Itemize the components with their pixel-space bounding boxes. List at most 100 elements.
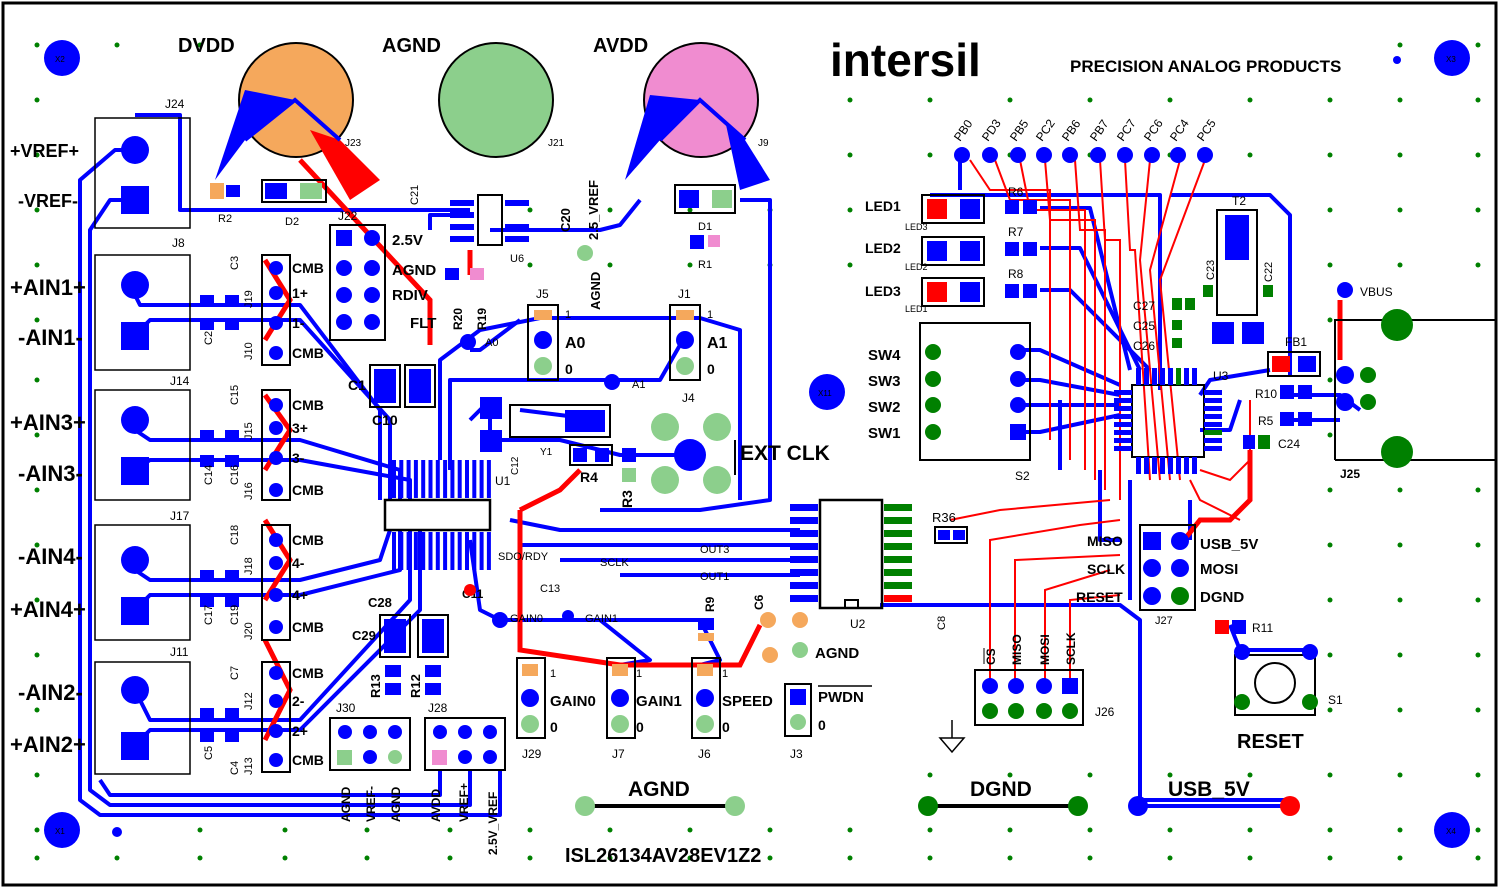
- speed-label: SPEED: [722, 693, 773, 710]
- j25-label: J25: [1340, 467, 1360, 481]
- gain0-one: 1: [550, 668, 556, 680]
- t2-label: T2: [1232, 194, 1246, 208]
- led1-ref: LED1: [905, 304, 928, 314]
- ain1-pos-label: +AIN1+: [10, 275, 86, 300]
- vref25-label: 2.5_VREF: [586, 180, 601, 240]
- gain0-signal: GAIN0: [510, 613, 543, 625]
- c23-label: C23: [1205, 260, 1217, 280]
- sw1-label: SW1: [868, 425, 901, 442]
- j10-label: J10: [243, 342, 255, 360]
- j29-label: J29: [522, 747, 542, 761]
- r7-label: R7: [1008, 225, 1024, 239]
- c8-label: C8: [936, 616, 948, 630]
- c26-label: C26: [1133, 339, 1155, 353]
- u1-adc: U1 C12 C11 C13 SDO/RDY SCLK OUT3 OUT1 GA…: [383, 456, 729, 628]
- j22-label: J22: [338, 209, 358, 223]
- cmb-label: CMB: [292, 397, 324, 413]
- c3-label: C3: [229, 256, 241, 270]
- mounting-hole-x11: [809, 374, 845, 410]
- r10-label: R10: [1255, 387, 1277, 401]
- speed-zero: 0: [722, 719, 730, 735]
- speed-one: 1: [722, 668, 728, 680]
- c18-label: C18: [229, 525, 241, 545]
- j27-label: J27: [1155, 615, 1173, 627]
- spi-header-j27: MISO SCLK RESET USB_5V MOSI DGND J27 R11: [1076, 524, 1273, 635]
- r20-label: R20: [451, 308, 465, 330]
- sw4-label: SW4: [868, 347, 901, 364]
- fb1-label: FB1: [1285, 335, 1307, 349]
- ain4-pos-label: +AIN4+: [10, 597, 86, 622]
- agnd-small-label: AGND: [815, 645, 859, 662]
- s2-label: S2: [1015, 469, 1030, 483]
- cmb-label: 2+: [292, 723, 308, 739]
- led2-label: LED2: [865, 240, 901, 256]
- j22-opt-rdiv: RDIV: [392, 287, 428, 304]
- cmb-label: CMB: [292, 665, 324, 681]
- input-cap-labels: C3 J19 C2 J10 C15 J15 C14 C16 J16 C18 J1…: [203, 256, 255, 775]
- c7-label: C7: [229, 666, 241, 680]
- c19-label: C19: [229, 605, 241, 625]
- c29-label: C29: [352, 628, 376, 643]
- cmb-label: 4+: [292, 587, 308, 603]
- r5-label: R5: [1258, 414, 1274, 428]
- sdo-signal: SDO/RDY: [498, 551, 549, 563]
- c12-label: C12: [510, 456, 521, 475]
- board-part-number: ISL26134AV28EV1Z2: [565, 845, 761, 867]
- r4-label: R4: [580, 469, 598, 485]
- j30-label: J30: [336, 701, 356, 715]
- j26-sclk: SCLK: [1064, 632, 1078, 665]
- j21-label: J21: [548, 138, 565, 149]
- j22-opt-2v5: 2.5V: [392, 232, 423, 249]
- x1-label: X1: [55, 827, 65, 836]
- j6-label: J6: [698, 747, 711, 761]
- vert-vref-pos: VREF+: [457, 783, 471, 822]
- u3-mcu: U3: [1114, 368, 1229, 474]
- c15-label: C15: [229, 385, 241, 405]
- u6-label: U6: [510, 253, 524, 265]
- avdd-label: AVDD: [593, 35, 648, 57]
- j3-label: J3: [790, 747, 803, 761]
- s1-label: S1: [1328, 693, 1343, 707]
- led3-ref: LED3: [905, 222, 928, 232]
- out3-signal: OUT3: [700, 544, 729, 556]
- c25-label: C25: [1133, 319, 1155, 333]
- dgnd-rail-label: DGND: [970, 778, 1032, 801]
- ground-rails: AGND DGND USB_5V: [575, 778, 1300, 816]
- j8-label: J8: [172, 236, 185, 250]
- gain0-label: GAIN0: [550, 693, 596, 710]
- vert-avdd: AVDD: [429, 789, 443, 822]
- c10-label: C10: [372, 412, 398, 428]
- usb5v-rail-label: USB_5V: [1168, 778, 1250, 801]
- c24-label: C24: [1278, 437, 1300, 451]
- sw2-label: SW2: [868, 399, 901, 416]
- ain3-pos-label: +AIN3+: [10, 410, 86, 435]
- dip-switch-s2: SW4 SW3 SW2 SW1 S2: [868, 322, 1031, 483]
- spi-dgnd-label: DGND: [1200, 589, 1244, 606]
- j13-label: J13: [243, 757, 255, 775]
- j1-label: J1: [678, 287, 691, 301]
- r9-label: R9: [703, 596, 717, 612]
- mounting-hole-x3: [1434, 40, 1470, 76]
- c4-label: C4: [229, 761, 241, 775]
- c2-label: C2: [203, 331, 215, 345]
- d2-label: D2: [285, 216, 299, 228]
- analog-input-connectors: J24 +VREF+ -VREF- J8 +AIN1+ -AIN1- J14 +…: [10, 97, 191, 775]
- x3-label: X3: [1446, 55, 1456, 64]
- vref-pos-label: +VREF+: [10, 141, 79, 161]
- u3-label: U3: [1213, 369, 1229, 383]
- test-point-grid: [34, 42, 1481, 861]
- r6-label: R6: [1008, 185, 1024, 199]
- led3-label: LED3: [865, 283, 901, 299]
- brand-tagline: PRECISION ANALOG PRODUCTS: [1070, 57, 1341, 76]
- j7-label: J7: [612, 747, 625, 761]
- cmb-jumper-columns: [261, 254, 291, 773]
- r12-label: R12: [408, 674, 423, 698]
- r3-label: R3: [619, 490, 635, 508]
- reset-label: RESET: [1237, 731, 1304, 753]
- ain2-pos-label: +AIN2+: [10, 732, 86, 757]
- ain2-neg-label: -AIN2-: [18, 680, 83, 705]
- vbus-label: VBUS: [1360, 285, 1393, 299]
- r1-label: R1: [698, 259, 712, 271]
- j26-mosi: MOSI: [1038, 634, 1052, 665]
